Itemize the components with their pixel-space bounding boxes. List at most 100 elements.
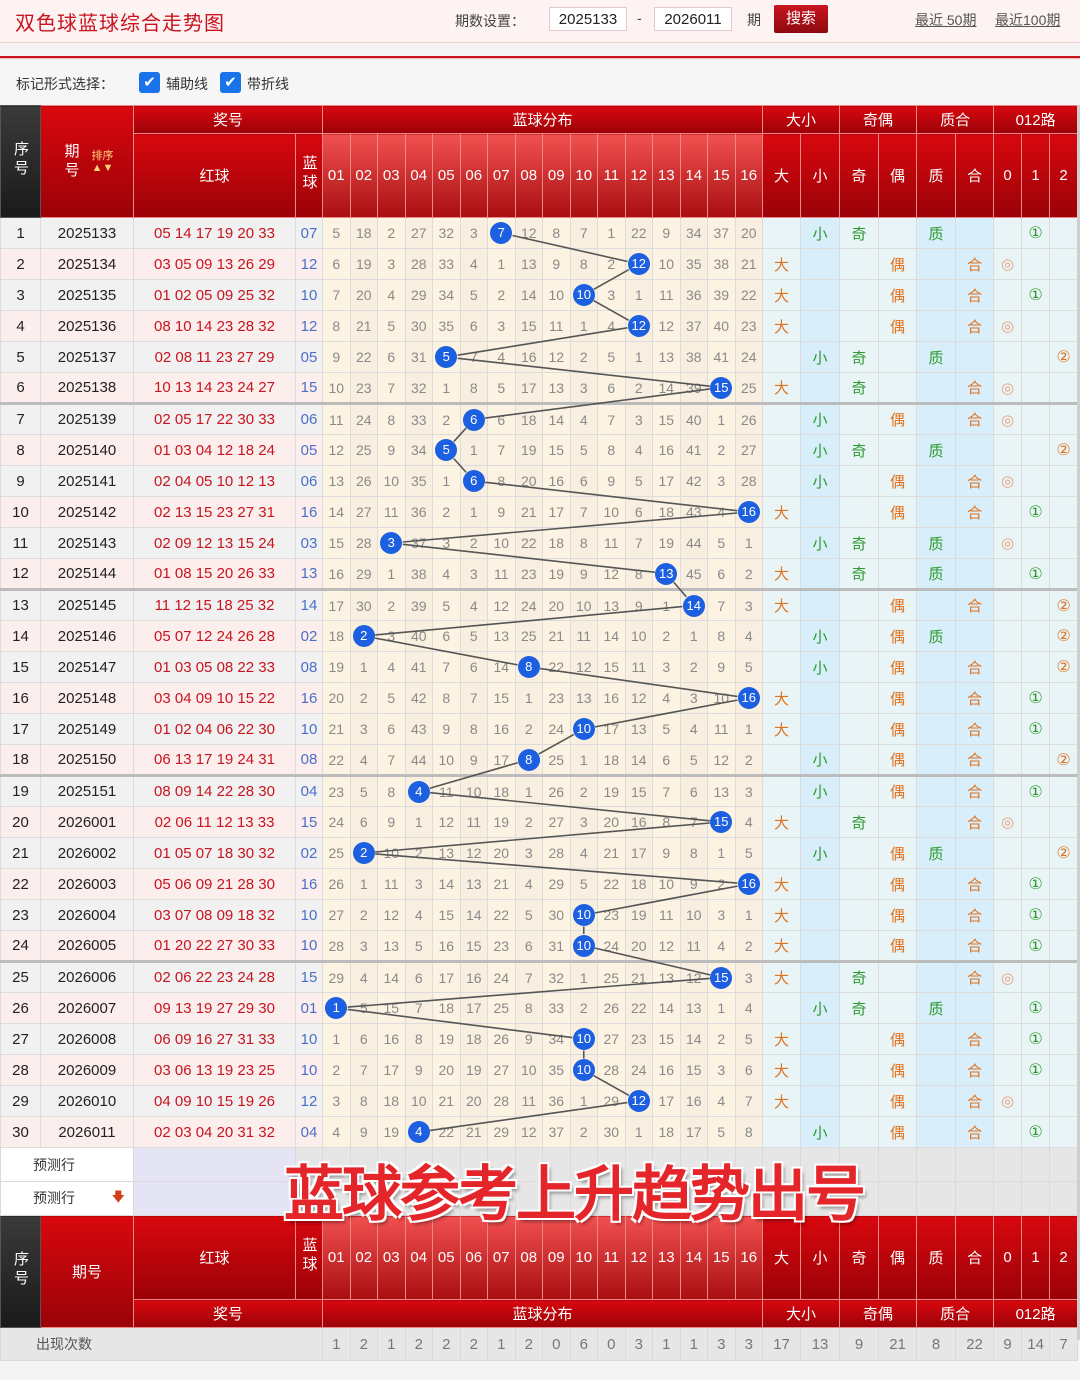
attr-cell	[916, 310, 957, 342]
predict-cell[interactable]	[624, 1181, 654, 1216]
miss-cell: 34	[404, 434, 434, 466]
predict-label[interactable]: 预测行	[0, 1147, 134, 1182]
miss-cell: 3	[624, 403, 654, 435]
polyline-checkbox[interactable]: ✔	[220, 72, 241, 93]
predict-cell[interactable]	[322, 1181, 351, 1216]
aux-line-checkbox[interactable]: ✔	[139, 72, 160, 93]
predict-red-cell[interactable]	[133, 1147, 296, 1182]
predict-cell[interactable]	[1021, 1147, 1051, 1182]
attr-cell: 小	[800, 1116, 841, 1148]
attr-cell: 合	[955, 310, 995, 342]
attr-cell	[916, 1023, 957, 1055]
miss-cell: 8	[652, 806, 681, 838]
predict-cell[interactable]	[487, 1181, 516, 1216]
miss-cell: 6	[707, 558, 736, 591]
blue-ball-marker: 13	[655, 562, 678, 585]
period-to-input[interactable]	[654, 7, 732, 31]
recent-100-link[interactable]: 最近100期	[995, 12, 1061, 28]
attr-cell: 小	[800, 992, 841, 1024]
miss-cell: 16	[652, 1054, 681, 1086]
scrollbar[interactable]	[1077, 105, 1080, 1340]
predict-cell[interactable]	[487, 1147, 516, 1182]
predict-cell[interactable]	[1021, 1181, 1051, 1216]
predict-label[interactable]: 预测行🡇	[0, 1181, 134, 1216]
predict-cell[interactable]	[294, 1147, 324, 1182]
predict-cell[interactable]	[679, 1181, 709, 1216]
predict-cell[interactable]	[993, 1181, 1023, 1216]
predict-cell[interactable]	[624, 1147, 654, 1182]
footer-num-06: 06	[459, 1215, 489, 1300]
miss-cell: 12	[679, 961, 709, 993]
predict-cell[interactable]	[1049, 1147, 1079, 1182]
predict-cell[interactable]	[377, 1181, 406, 1216]
miss-cell: 26	[322, 868, 351, 900]
predict-row[interactable]: 预测行	[0, 1147, 1079, 1182]
attr-cell	[916, 651, 957, 683]
road-cell	[1049, 992, 1079, 1024]
predict-red-cell[interactable]	[133, 1181, 296, 1216]
sort-icon[interactable]: 排序▲▼	[91, 149, 114, 174]
miss-cell: 38	[679, 341, 709, 373]
miss-cell: 23	[514, 558, 544, 591]
predict-cell[interactable]	[916, 1181, 957, 1216]
predict-cell[interactable]	[569, 1147, 599, 1182]
miss-cell: 4	[734, 806, 764, 838]
predict-cell[interactable]	[878, 1181, 918, 1216]
predict-cell[interactable]	[377, 1147, 406, 1182]
period-from-input[interactable]	[549, 7, 627, 31]
header-attr-3: 偶	[878, 133, 918, 218]
predict-cell[interactable]	[404, 1181, 434, 1216]
header-period[interactable]: 期号排序▲▼	[40, 105, 134, 218]
predict-cell[interactable]	[707, 1147, 736, 1182]
road-cell	[1021, 837, 1051, 869]
footer-group-prime: 质合	[916, 1299, 995, 1328]
predict-cell[interactable]	[294, 1181, 324, 1216]
predict-cell[interactable]	[404, 1147, 434, 1182]
seq-cell: 19	[0, 775, 41, 807]
predict-cell[interactable]	[652, 1181, 681, 1216]
polyline-label[interactable]: 带折线	[247, 76, 289, 92]
predict-cell[interactable]	[1049, 1181, 1079, 1216]
predict-cell[interactable]	[734, 1181, 764, 1216]
road-cell	[1049, 1023, 1079, 1055]
predict-cell[interactable]	[679, 1147, 709, 1182]
miss-cell: 23	[542, 682, 571, 714]
footer-attr-7: 1	[1021, 1215, 1051, 1300]
red-balls-cell: 01 02 05 09 25 32	[133, 279, 296, 311]
road-cell: ◎	[993, 310, 1023, 342]
predict-cell[interactable]	[349, 1181, 379, 1216]
blue-ball-cell: 04	[294, 1116, 324, 1148]
miss-cell: 4	[377, 279, 406, 311]
predict-cell[interactable]	[707, 1181, 736, 1216]
predict-cell[interactable]	[878, 1147, 918, 1182]
arrow-down-icon[interactable]: 🡇	[111, 1188, 125, 1204]
road-cell: ①	[1021, 496, 1051, 528]
miss-cell: 22	[624, 217, 654, 249]
miss-cell: 12	[707, 744, 736, 777]
predict-cell[interactable]	[734, 1147, 764, 1182]
predict-cell[interactable]	[432, 1181, 461, 1216]
predict-cell[interactable]	[993, 1147, 1023, 1182]
predict-cell[interactable]	[514, 1147, 544, 1182]
predict-cell[interactable]	[542, 1147, 571, 1182]
predict-cell[interactable]	[322, 1147, 351, 1182]
predict-cell[interactable]	[762, 1181, 802, 1216]
predict-cell[interactable]	[432, 1147, 461, 1182]
predict-row[interactable]: 预测行🡇	[0, 1181, 1079, 1216]
search-button[interactable]: 搜索	[774, 5, 828, 33]
predict-cell[interactable]	[597, 1147, 626, 1182]
miss-cell: 20	[322, 682, 351, 714]
recent-50-link[interactable]: 最近 50期	[915, 12, 977, 28]
hit-cell: 15	[707, 806, 736, 838]
footer-group-size: 大小	[762, 1299, 841, 1328]
predict-cell[interactable]	[839, 1147, 880, 1182]
predict-cell[interactable]	[459, 1147, 489, 1182]
predict-cell[interactable]	[542, 1181, 571, 1216]
footer-num-07: 07	[487, 1215, 516, 1300]
predict-cell[interactable]	[955, 1181, 995, 1216]
aux-line-label[interactable]: 辅助线	[166, 76, 208, 92]
predict-cell[interactable]	[916, 1147, 957, 1182]
predict-cell[interactable]	[955, 1147, 995, 1182]
